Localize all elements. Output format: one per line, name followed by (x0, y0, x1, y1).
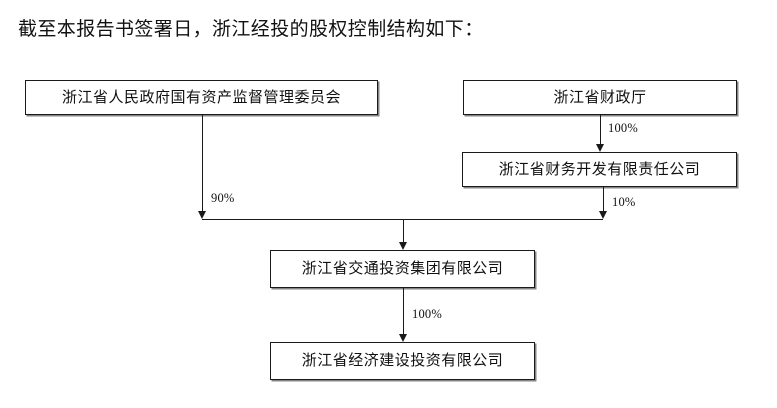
org-node-caiwu-kaifa-label: 浙江省财务开发有限责任公司 (498, 161, 701, 178)
connector-caiwu-to-jiaotou (603, 187, 604, 211)
arrowhead-merge-to-jiaotou (399, 242, 407, 250)
arrowhead-caiwu-to-jiaotou (599, 211, 607, 219)
org-node-jingjiantou-label: 浙江省经济建设投资有限公司 (301, 353, 504, 369)
org-node-finance-dept: 浙江省财政厅 (463, 80, 737, 115)
edge-label-jiaotou-to-jingjiantou: 100% (412, 307, 442, 321)
org-node-jiaotou: 浙江省交通投资集团有限公司 (270, 250, 535, 288)
connector-merge-bar (202, 219, 603, 220)
edge-label-caiwu-to-jiaotou: 10% (612, 195, 636, 209)
org-node-caiwu-kaifa: 浙江省财务开发有限责任公司 (462, 152, 737, 187)
edge-label-finance-to-caiwu: 100% (608, 121, 638, 135)
page-title: 截至本报告书签署日，浙江经投的股权控制结构如下： (18, 19, 484, 40)
org-node-sasac-label: 浙江省人民政府国有资产监督管理委员会 (61, 89, 341, 106)
edge-label-sasac-to-jiaotou: 90% (211, 191, 235, 205)
org-node-jingjiantou: 浙江省经济建设投资有限公司 (270, 342, 535, 380)
connector-sasac-to-jiaotou (202, 115, 203, 211)
org-node-sasac: 浙江省人民政府国有资产监督管理委员会 (25, 80, 378, 115)
org-node-finance-dept-label: 浙江省财政厅 (553, 89, 647, 106)
arrowhead-finance-to-caiwu (596, 144, 604, 152)
connector-jiaotou-to-jingjiantou (403, 288, 404, 334)
connector-merge-to-jiaotou (403, 219, 404, 242)
connector-finance-to-caiwu (600, 115, 601, 144)
arrowhead-jiaotou-to-jingjiantou (399, 334, 407, 342)
org-node-jiaotou-label: 浙江省交通投资集团有限公司 (301, 261, 504, 277)
arrowhead-sasac-to-jiaotou (198, 211, 206, 219)
